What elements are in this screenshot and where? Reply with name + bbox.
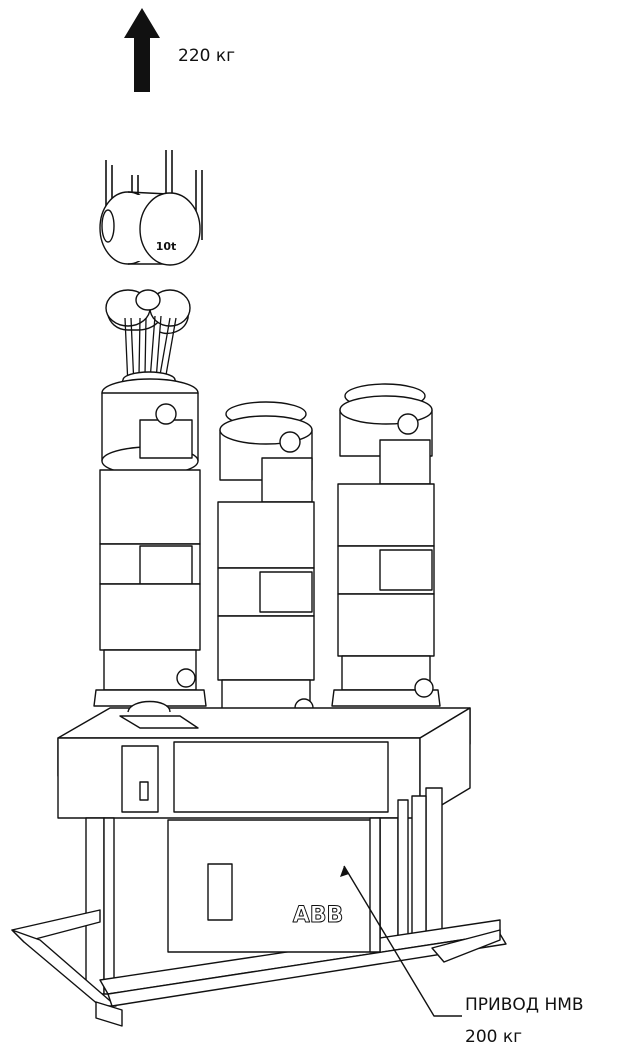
drive-weight-label: 200 кг [465, 1027, 523, 1047]
lift-direction-arrow [124, 8, 160, 92]
hoist-block: 10t [99, 191, 201, 266]
drive-leader-line [340, 865, 462, 1017]
hoist-capacity-marking: 10t [156, 240, 177, 253]
crane-hook [105, 289, 191, 335]
drive-name-label: ПРИВОД НМВ [465, 995, 584, 1015]
support-frame [11, 787, 507, 1027]
housing-beam [57, 700, 471, 819]
lift-weight-label: 220 кг [178, 46, 236, 66]
pole-middle [211, 401, 321, 731]
drive-mechanism-box: ABB [167, 817, 381, 953]
pole-right [331, 383, 441, 707]
abb-logo: ABB [293, 903, 344, 928]
pole-left [93, 371, 207, 707]
